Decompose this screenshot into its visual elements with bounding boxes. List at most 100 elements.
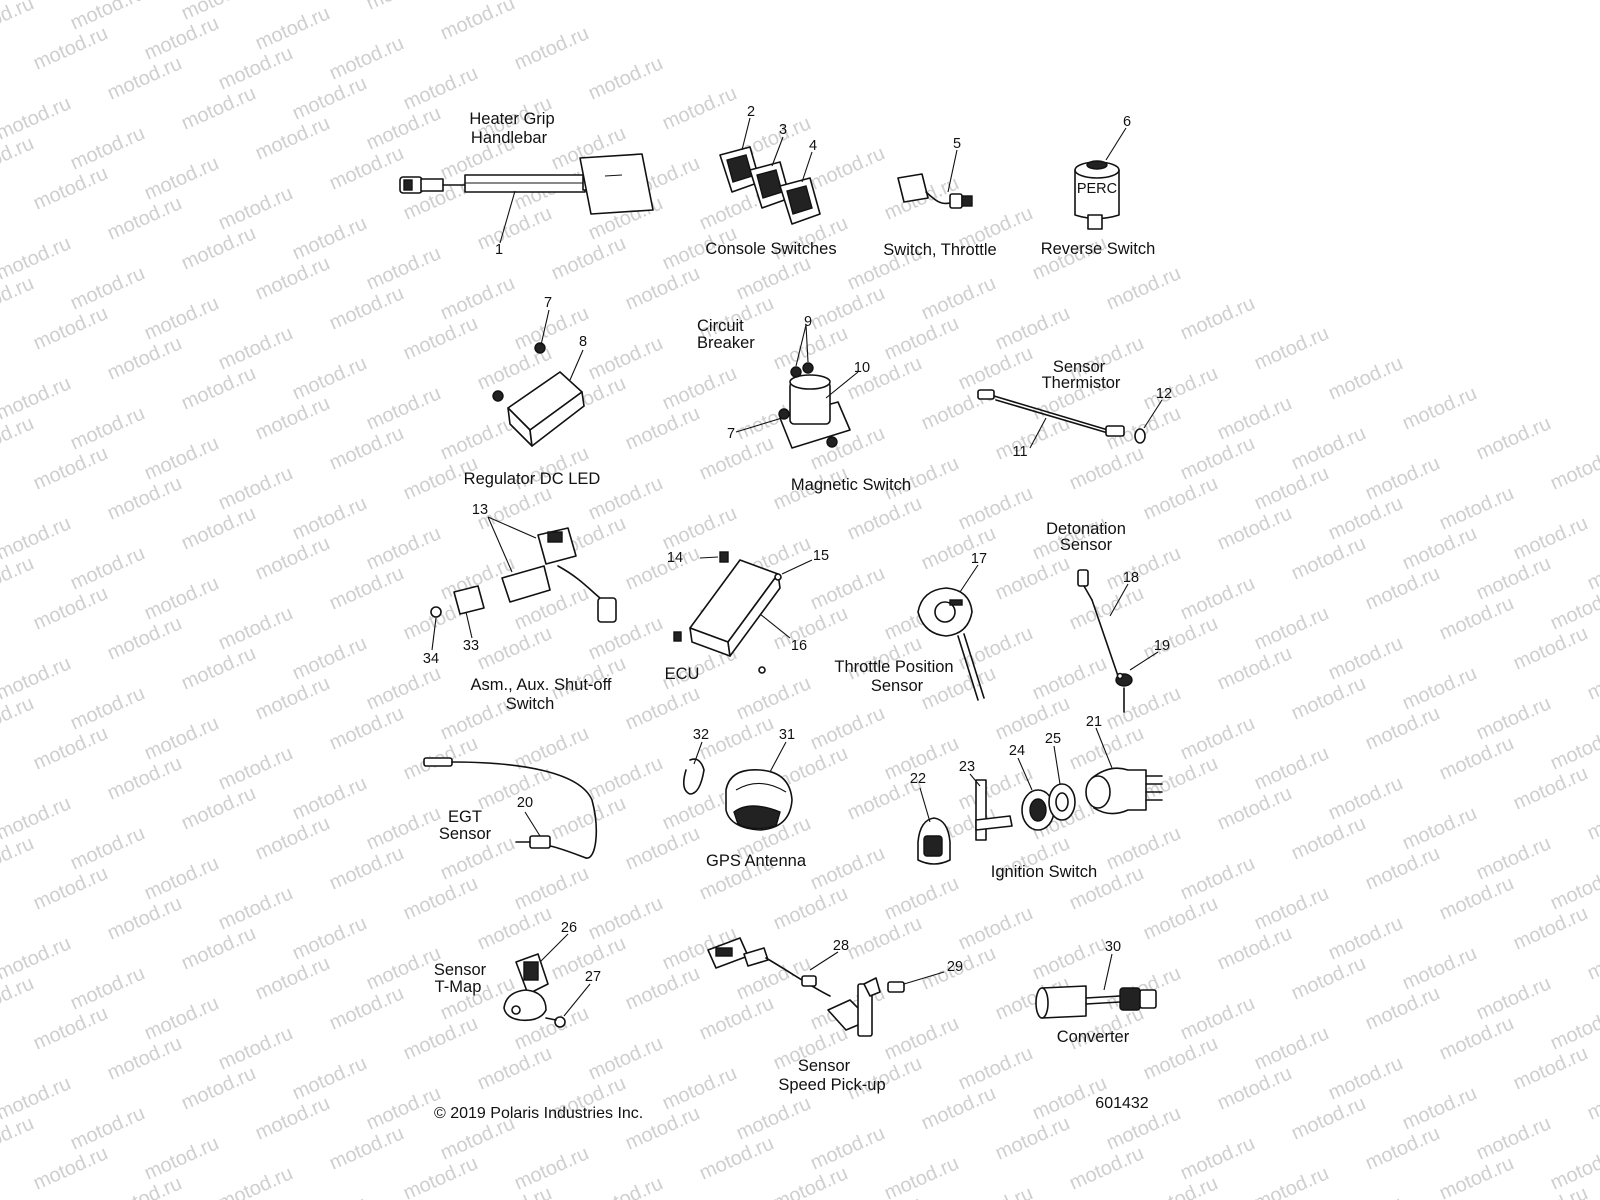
gps-antenna-label: GPS Antenna — [706, 852, 807, 870]
watermark-text: motod.ru — [1214, 392, 1295, 444]
watermark-text: motod.ru — [955, 342, 1036, 394]
watermark-text: motod.ru — [252, 672, 333, 724]
callout-31: 31 — [779, 727, 795, 743]
watermark-text: motod.ru — [1584, 542, 1600, 594]
watermark-text: motod.ru — [1103, 262, 1184, 314]
console-switches-part[interactable] — [719, 117, 821, 225]
watermark-text: motod.ru — [1325, 1192, 1406, 1200]
magnetic-switch-part[interactable] — [735, 324, 859, 449]
watermark-text: motod.ru — [1325, 632, 1406, 684]
watermark-text: motod.ru — [992, 302, 1073, 354]
watermark-text: motod.ru — [770, 1162, 851, 1200]
watermark-text: motod.ru — [918, 1082, 999, 1134]
watermark-text: motod.ru — [363, 802, 444, 854]
watermark-text: motod.ru — [1103, 542, 1184, 594]
watermark-text: motod.ru — [1510, 1182, 1591, 1200]
watermark-text: motod.ru — [1066, 582, 1147, 634]
detonation-sensor-part[interactable] — [1077, 569, 1159, 713]
watermark-text: motod.ru — [1399, 1082, 1480, 1134]
watermark-text: motod.ru — [1399, 942, 1480, 994]
watermark-text: motod.ru — [1140, 1172, 1221, 1200]
watermark-text: motod.ru — [104, 472, 185, 524]
watermark-text: motod.ru — [1325, 772, 1406, 824]
watermark-text: motod.ru — [0, 792, 74, 844]
watermark-text: motod.ru — [807, 282, 888, 334]
watermark-text: motod.ru — [733, 672, 814, 724]
ignition-switch-part[interactable] — [917, 727, 1163, 865]
regulator-dc-led-part[interactable] — [492, 309, 585, 447]
watermark-text: motod.ru — [289, 492, 370, 544]
watermark-text: motod.ru — [141, 992, 222, 1044]
watermark-text: motod.ru — [585, 892, 666, 944]
watermark-text: motod.ru — [178, 362, 259, 414]
watermark-text: motod.ru — [1547, 442, 1600, 494]
speed-pickup-label-line1: Sensor — [798, 1057, 851, 1075]
watermark-text: motod.ru — [289, 1192, 370, 1200]
watermark-text: motod.ru — [1436, 592, 1517, 644]
watermark-text: motod.ru — [437, 272, 518, 324]
watermark-text: motod.ru — [141, 12, 222, 64]
watermark-text: motod.ru — [1510, 902, 1591, 954]
switch-throttle-part[interactable] — [897, 149, 973, 209]
watermark-text: motod.ru — [1177, 852, 1258, 904]
watermark-text: motod.ru — [437, 0, 518, 45]
watermark-text: motod.ru — [659, 502, 740, 554]
watermark-text: motod.ru — [1362, 452, 1443, 504]
callout-10: 10 — [854, 360, 870, 376]
ecu-part[interactable] — [673, 551, 813, 674]
watermark-text: motod.ru — [1473, 1112, 1554, 1164]
watermark-text: motod.ru — [585, 332, 666, 384]
perc-marking: PERC — [1077, 181, 1117, 197]
watermark-text: motod.ru — [1584, 932, 1600, 984]
watermark-text: motod.ru — [807, 702, 888, 754]
aux-shutoff-switch-part[interactable] — [430, 516, 617, 651]
watermark-text: motod.ru — [1473, 692, 1554, 744]
watermark-text: motod.ru — [141, 152, 222, 204]
watermark-text: motod.ru — [1362, 982, 1443, 1034]
watermark-text: motod.ru — [1177, 572, 1258, 624]
reverse-switch-part[interactable]: PERC — [1074, 127, 1127, 230]
sensor-thermistor-part[interactable] — [977, 389, 1163, 449]
heater-grip-handlebar-part[interactable] — [399, 153, 654, 244]
callout-21: 21 — [1086, 714, 1102, 730]
callout-9: 9 — [804, 314, 812, 330]
egt-sensor-part[interactable] — [423, 757, 598, 859]
watermark-text: motod.ru — [67, 122, 148, 174]
sensor-thermistor-label-line1: Sensor — [1053, 358, 1106, 376]
watermark-text: motod.ru — [178, 1062, 259, 1114]
console-switches-label: Console Switches — [705, 240, 836, 258]
watermark-text: motod.ru — [585, 1172, 666, 1200]
converter-part[interactable] — [1035, 953, 1157, 1019]
watermark-text: motod.ru — [178, 502, 259, 554]
watermark-text: motod.ru — [955, 1042, 1036, 1094]
watermark-text: motod.ru — [178, 782, 259, 834]
watermark-text: motod.ru — [622, 402, 703, 454]
watermark-text: motod.ru — [807, 142, 888, 194]
watermark-text: motod.ru — [585, 752, 666, 804]
sensor-tmap-part[interactable] — [503, 933, 591, 1028]
watermark-text: motod.ru — [881, 1152, 962, 1200]
watermark-text: motod.ru — [363, 242, 444, 294]
watermark-text: motod.ru — [363, 522, 444, 574]
speed-pickup-sensor-part[interactable] — [707, 937, 945, 1037]
gps-antenna-part[interactable] — [682, 741, 793, 831]
watermark-text: motod.ru — [474, 622, 555, 674]
watermark-text: motod.ru — [30, 22, 111, 74]
detonation-label-line2: Sensor — [1060, 536, 1113, 554]
watermark-text: motod.ru — [215, 1162, 296, 1200]
watermark-text: motod.ru — [141, 432, 222, 484]
watermark-text: motod.ru — [1251, 742, 1332, 794]
callout-22: 22 — [910, 771, 926, 787]
watermark-text: motod.ru — [104, 1172, 185, 1200]
throttle-position-sensor-part[interactable] — [917, 564, 985, 701]
watermark-text: motod.ru — [733, 1092, 814, 1144]
watermark-text: motod.ru — [1473, 412, 1554, 464]
watermark-text: motod.ru — [1584, 792, 1600, 844]
watermark-text: motod.ru — [289, 212, 370, 264]
callout-1: 1 — [495, 242, 503, 258]
watermark-text: motod.ru — [1510, 512, 1591, 564]
watermark-text: motod.ru — [1251, 882, 1332, 934]
watermark-text: motod.ru — [955, 482, 1036, 534]
watermark-text: motod.ru — [326, 982, 407, 1034]
